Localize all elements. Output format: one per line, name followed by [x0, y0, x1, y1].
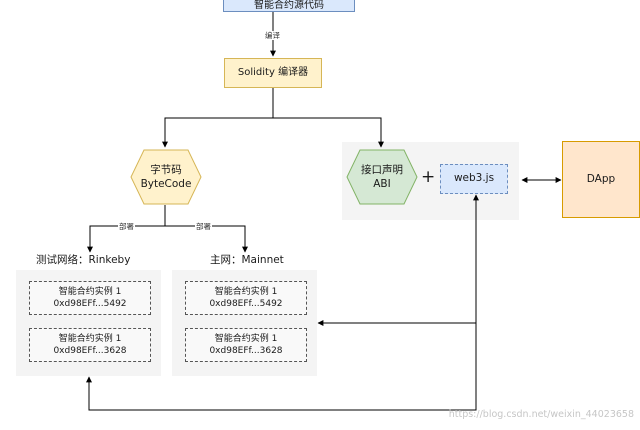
edge-label-deploy-main: 部署: [195, 222, 212, 231]
instance-name: 智能合约实例 1: [58, 333, 122, 344]
bytecode-node: 字节码 ByteCode: [130, 149, 202, 205]
instance-address: 0xd98EFf...3628: [209, 346, 283, 356]
mainnet-instance-2: 智能合约实例 1 0xd98EFf...3628: [185, 328, 307, 362]
instance-name: 智能合约实例 1: [58, 286, 122, 297]
testnet-instance-2: 智能合约实例 1 0xd98EFf...3628: [29, 328, 151, 362]
bytecode-label-2: ByteCode: [140, 178, 192, 190]
edge-compiler-split: [162, 88, 274, 148]
instance-address: 0xd98EFf...5492: [53, 299, 127, 309]
edge-split-abi: [273, 117, 384, 148]
mainnet-label: 主网：Mainnet: [210, 254, 284, 266]
edge-label-compile: 编译: [264, 31, 281, 40]
bytecode-hexagon: [130, 149, 202, 205]
abi-label-2: ABI: [373, 178, 391, 190]
instance-address: 0xd98EFf...3628: [53, 346, 127, 356]
compiler-node: Solidity 编译器: [224, 58, 322, 88]
abi-node: 接口声明 ABI: [346, 149, 418, 205]
instance-address: 0xd98EFf...5492: [209, 299, 283, 309]
bytecode-label-1: 字节码: [150, 163, 182, 176]
instance-name: 智能合约实例 1: [214, 286, 278, 297]
abi-label-1: 接口声明: [361, 163, 403, 176]
source-code-label: 智能合约源代码: [254, 0, 324, 11]
testnet-instance-1: 智能合约实例 1 0xd98EFf...5492: [29, 281, 151, 315]
instance-name: 智能合约实例 1: [214, 333, 278, 344]
web3-node: web3.js: [440, 164, 508, 194]
dapp-label: DApp: [586, 172, 616, 185]
edge-label-deploy-test: 部署: [118, 222, 135, 231]
plus-sign: +: [421, 167, 436, 187]
mainnet-instance-1: 智能合约实例 1 0xd98EFf...5492: [185, 281, 307, 315]
compiler-label: Solidity 编译器: [237, 66, 309, 78]
source-code-node: 智能合约源代码: [223, 0, 355, 12]
web3-label: web3.js: [453, 172, 495, 185]
watermark-text: https://blog.csdn.net/weixin_44023658: [448, 409, 634, 420]
dapp-node: DApp: [562, 141, 640, 218]
testnet-label: 测试网络：Rinkeby: [36, 254, 131, 266]
edge-web3-testnet: [86, 194, 479, 411]
abi-hexagon: [346, 149, 418, 205]
